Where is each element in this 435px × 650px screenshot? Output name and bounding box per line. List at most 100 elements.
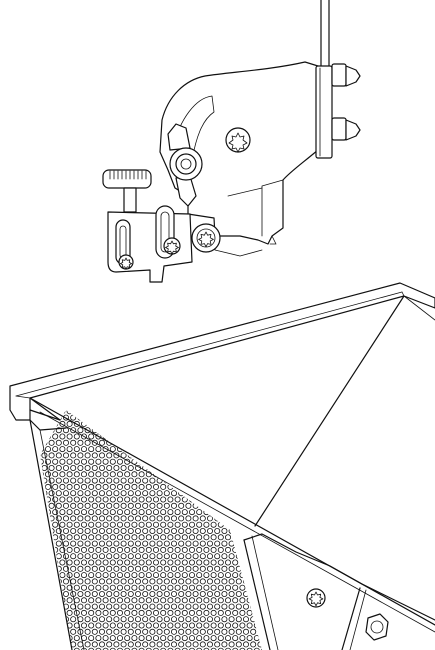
grille-hole [99,553,106,560]
grille-hole [95,420,102,427]
grille-hole [109,410,116,415]
grille-hole [73,534,80,541]
grille-hole [235,452,242,459]
grille-hole [73,433,80,440]
grille-hole [196,584,203,591]
grille-hole [170,452,177,459]
grille-hole [160,433,167,440]
grille-hole [145,572,152,579]
grille-hole [66,458,73,465]
grille-hole [199,553,206,560]
grille-hole [181,609,188,616]
grille-hole [167,622,174,629]
grille-hole [40,515,41,522]
grille-hole [120,591,127,598]
grille-hole [214,603,221,610]
grille-hole [232,483,239,490]
grille-hole [242,439,249,446]
grille-hole [27,465,32,470]
grille-hole [224,458,231,465]
hex-nut [331,63,361,87]
grille-hole [113,553,120,560]
grille-hole [257,439,262,446]
grille-hole [52,433,59,440]
grille-hole [192,616,199,623]
grille-hole [84,603,91,610]
grille-hole [224,572,231,579]
grille-hole [106,452,113,459]
grille-hole [174,446,181,453]
grille-hole [70,464,77,471]
grille-hole [99,464,106,471]
grille-hole [124,410,131,415]
grille-hole [214,616,221,623]
grille-hole [149,439,156,446]
grille-hole [41,464,48,471]
grille-hole [221,553,228,560]
grille-hole [48,641,55,648]
grille-hole [88,559,95,566]
grille-hole [178,528,185,535]
grille-hole [163,603,170,610]
grille-hole [45,496,52,503]
grille-hole [217,420,224,427]
grille-hole [124,521,131,528]
grille-hole [185,641,192,648]
grille-hole [91,414,98,421]
grille-hole [27,604,32,609]
grille-hole [131,597,138,604]
grille-hole [152,622,159,629]
grille-hole [156,452,163,459]
grille-hole [163,540,170,547]
grille-hole [124,496,131,503]
grille-hole [91,553,98,560]
grille-hole [149,603,156,610]
grille-hole [45,446,52,453]
grille-hole [156,603,163,610]
grille-hole [117,584,124,591]
grille-hole [109,622,116,629]
grille-hole [45,471,52,478]
grille-hole [232,410,239,415]
grille-hole [217,609,224,616]
grille-hole [232,521,239,528]
grille-hole [59,433,66,440]
grille-hole [99,616,106,623]
grille-hole [52,635,59,642]
grille-hole [246,635,253,642]
grille-hole [188,622,195,629]
grille-hole [66,609,73,616]
grille-hole [203,458,210,465]
grille-hole [78,402,83,407]
grille-hole [84,578,91,585]
grille-hole [138,420,145,427]
grille-hole [185,414,192,421]
grille-hole [196,458,203,465]
grille-hole [156,502,163,509]
grille-hole [170,591,177,598]
grille-hole [106,616,113,623]
grille-hole [52,521,59,528]
grille-hole [160,446,167,453]
grille-hole [257,427,262,434]
grille-hole [77,616,84,623]
grille-hole [77,452,84,459]
grille-hole [181,509,188,516]
grille-hole [181,471,188,478]
grille-hole [59,471,66,478]
grille-hole [221,540,228,547]
grille-hole [199,515,206,522]
grille-hole [27,528,32,533]
grille-hole [91,603,98,610]
grille-hole [181,572,188,579]
grille-hole [134,502,141,509]
grille-hole [95,597,102,604]
grille-hole [63,540,70,547]
grille-hole [156,553,163,560]
grille-hole [210,609,217,616]
grille-hole [163,578,170,585]
grille-hole [188,546,195,553]
grille-hole [199,591,206,598]
grille-hole [45,534,52,541]
wing-nut [167,123,203,207]
